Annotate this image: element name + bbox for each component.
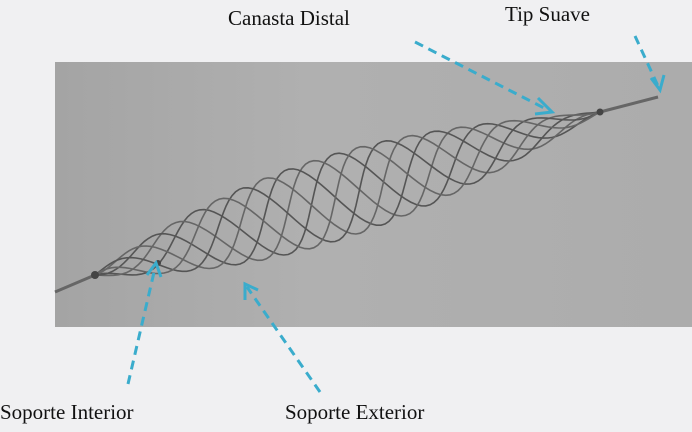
arrow-canasta-distal: [414, 40, 549, 112]
arrow-soporte-interior: [126, 267, 157, 385]
proximal-marker: [91, 271, 99, 279]
arrow-soporte-exterior: [245, 286, 322, 393]
arrow-heads: [145, 74, 666, 300]
wire-basket: [54, 95, 659, 294]
arrow-tip-suave: [633, 35, 660, 87]
arrowhead-icon: [534, 96, 556, 116]
label-soporte-interior: Soporte Interior: [0, 400, 134, 424]
arrowhead-icon: [145, 259, 163, 278]
label-canasta-distal: Canasta Distal: [228, 6, 350, 30]
label-soporte-exterior: Soporte Exterior: [285, 400, 425, 424]
basket-wire: [94, 111, 601, 276]
basket-wire: [94, 111, 601, 276]
guide-wire: [54, 273, 96, 294]
annotation-arrows: [126, 35, 660, 393]
basket-wire: [94, 111, 601, 276]
basket-wire: [94, 111, 601, 276]
device-photo: [55, 62, 692, 327]
arrowhead-icon: [243, 281, 259, 300]
tip-wire: [599, 95, 659, 114]
label-tip-suave: Tip Suave: [505, 2, 590, 26]
basket-wire: [94, 111, 601, 276]
distal-marker: [596, 108, 604, 116]
arrowhead-icon: [649, 74, 666, 94]
basket-wire: [94, 111, 601, 277]
